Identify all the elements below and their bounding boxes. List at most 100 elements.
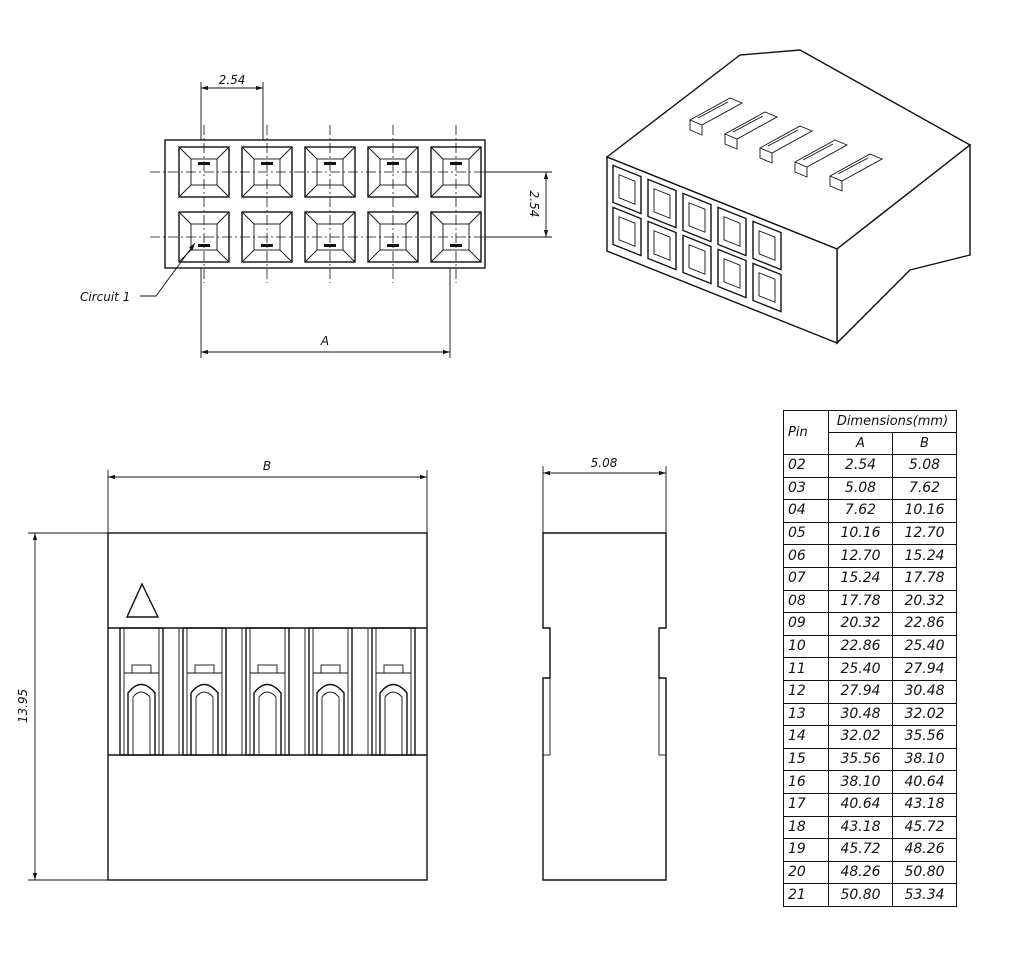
iso-pin-cavity [752,262,782,313]
cell-pin: 11 [783,657,829,681]
cell-pin: 05 [783,521,829,546]
iso-pin-cavity [682,192,712,243]
cell-a: 25.40 [828,657,893,681]
cell-b: 53.34 [892,883,957,907]
cell-pin: 14 [783,725,829,749]
cell-b: 38.10 [892,747,957,772]
cell-pin: 08 [783,589,829,614]
cell-a: 15.24 [828,566,893,591]
cell-pin: 07 [783,566,829,591]
cell-a: 35.56 [828,747,893,772]
col-a-header: A [828,432,893,455]
circuit-1-leader [140,242,196,297]
pin-1-triangle-marker [125,582,160,618]
cell-a: 10.16 [828,521,893,546]
pitch-y-label: 2.54 [527,191,541,218]
iso-pin-cavity [717,248,747,299]
pin-header: Pin [783,410,829,455]
cell-a: 17.78 [828,589,893,614]
iso-pin-cavity [647,220,677,271]
isometric-view [605,49,972,345]
cell-pin: 20 [783,860,829,885]
cell-pin: 21 [783,883,829,907]
iso-pin-cavity [612,164,642,215]
cell-b: 7.62 [892,476,957,501]
iso-pin-cavity [752,220,782,271]
cell-b: 43.18 [892,792,957,817]
cell-a: 22.86 [828,634,893,659]
iso-pin-cavity [647,178,677,229]
cell-b: 48.26 [892,838,957,862]
side-view: 5.08 [542,456,667,881]
cell-pin: 03 [783,476,829,501]
cell-a: 40.64 [828,792,893,817]
cell-b: 27.94 [892,657,957,681]
top-view: 2.54 2.54 A Circuit 1 [80,73,552,358]
cell-b: 15.24 [892,544,957,568]
dimension-a-label: A [320,334,329,348]
cell-b: 10.16 [892,499,957,523]
cell-a: 38.10 [828,770,893,794]
iso-latch [793,139,849,178]
front-view-outline [107,532,428,881]
cell-a: 5.08 [828,476,893,501]
cell-pin: 06 [783,544,829,568]
cell-b: 50.80 [892,860,957,885]
cell-a: 43.18 [828,815,893,840]
cell-b: 32.02 [892,702,957,727]
cell-pin: 18 [783,815,829,840]
cell-a: 45.72 [828,838,893,862]
cell-b: 25.40 [892,634,957,659]
iso-pin-cavity [612,206,642,257]
iso-latch [828,153,884,192]
cell-b: 35.56 [892,725,957,749]
cell-a: 50.80 [828,883,893,907]
cell-b: 20.32 [892,589,957,614]
cell-pin: 02 [783,454,829,478]
cell-b: 30.48 [892,679,957,704]
iso-pin-cavity [682,234,712,285]
contact-slot [371,627,416,756]
cell-pin: 09 [783,612,829,636]
cell-pin: 15 [783,747,829,772]
top-view-outline [164,139,486,269]
cell-a: 27.94 [828,679,893,704]
cell-b: 45.72 [892,815,957,840]
cell-a: 12.70 [828,544,893,568]
iso-pin-cavity [717,206,747,257]
cell-b: 22.86 [892,612,957,636]
cell-a: 48.26 [828,860,893,885]
pitch-x-label: 2.54 [219,73,246,87]
side-width-label: 5.08 [591,456,618,470]
dimensions-header: Dimensions(mm) [828,410,957,433]
side-view-outline [542,532,667,881]
front-view: B 13.95 [16,459,428,881]
cell-b: 12.70 [892,521,957,546]
cell-a: 2.54 [828,454,893,478]
iso-latch [758,125,814,164]
cell-pin: 10 [783,634,829,659]
cell-b: 40.64 [892,770,957,794]
cell-pin: 04 [783,499,829,523]
cell-pin: 13 [783,702,829,727]
contact-slot [245,627,306,756]
cell-b: 17.78 [892,566,957,591]
